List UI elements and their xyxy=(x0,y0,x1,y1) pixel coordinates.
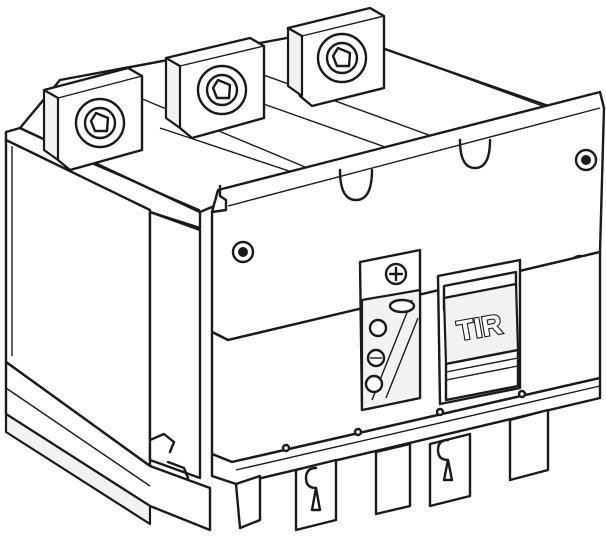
top-deck xyxy=(18,28,596,214)
terminal-2 xyxy=(164,36,266,140)
terminal-1 xyxy=(42,66,144,172)
terminal-3 xyxy=(286,6,386,108)
adjustment-module xyxy=(358,248,422,412)
left-housing xyxy=(4,126,212,532)
label-plate: TIR xyxy=(436,258,522,406)
